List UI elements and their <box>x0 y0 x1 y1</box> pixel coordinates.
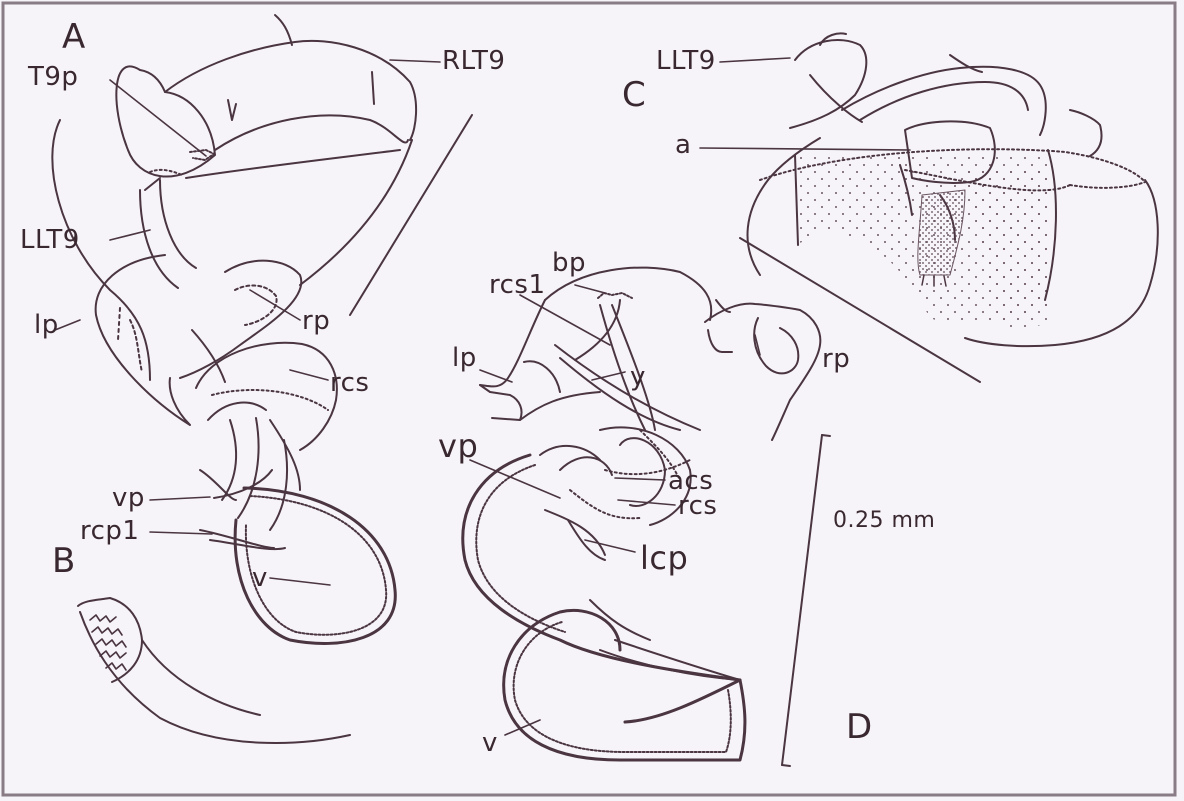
label-lp-a: lp <box>34 312 59 338</box>
scale-bar-label: 0.25 mm <box>833 510 935 532</box>
label-vp-d: vp <box>438 430 478 462</box>
label-a-c: a <box>675 132 691 158</box>
label-v-d: v <box>482 730 498 756</box>
label-rp-d: rp <box>822 346 850 372</box>
label-llt9-a: LLT9 <box>20 227 80 253</box>
panel-label-a: A <box>62 20 86 54</box>
label-rcs-d: rcs <box>678 493 717 519</box>
label-vp-a: vp <box>112 485 145 511</box>
label-v-a: v <box>252 565 268 591</box>
label-rp-a: rp <box>302 308 330 334</box>
label-rcp1: rcp1 <box>80 518 139 544</box>
label-t9p: T9p <box>28 64 78 90</box>
label-llt9-c: LLT9 <box>656 48 716 74</box>
label-y: y <box>630 364 646 390</box>
label-lp-d: lp <box>452 345 477 371</box>
panel-label-c: C <box>622 78 646 112</box>
label-lcp: lcp <box>640 542 688 574</box>
panel-label-b: B <box>52 544 76 578</box>
label-bp: bp <box>552 250 586 276</box>
label-rcs-a: rcs <box>330 370 369 396</box>
label-rlt9: RLT9 <box>442 48 505 74</box>
label-rcs1: rcs1 <box>489 272 546 298</box>
panel-label-d: D <box>846 710 873 744</box>
